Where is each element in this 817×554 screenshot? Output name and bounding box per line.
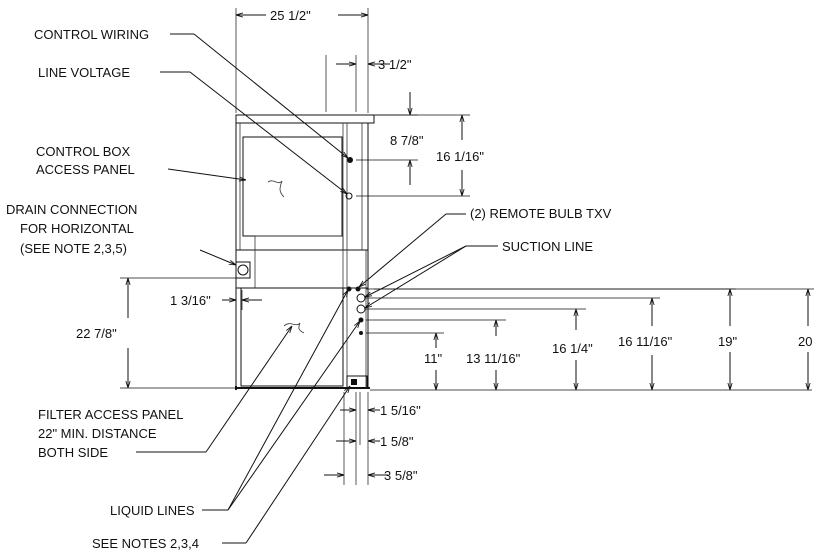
drain-connection	[237, 264, 249, 276]
dim-16-11-16: 16 11/16"	[618, 334, 673, 349]
label-filter-line1: FILTER ACCESS PANEL	[38, 407, 183, 422]
suction-line-port-2	[356, 304, 366, 314]
label-filter-line3: BOTH SIDE	[38, 445, 108, 460]
callouts: CONTROL WIRING LINE VOLTAGE CONTROL BOX …	[6, 27, 612, 551]
filter-access-panel	[240, 287, 344, 387]
line-voltage-port	[345, 192, 353, 200]
label-line-voltage: LINE VOLTAGE	[38, 65, 130, 80]
dim-16-1-16: 16 1/16"	[436, 149, 484, 164]
label-control-box-line1: CONTROL BOX	[36, 144, 130, 159]
dimension-lines: 25 1/2" 3 1/2" 8 7/8" 16 1/16" 22 7/8" 1…	[76, 8, 814, 485]
remote-bulb-port	[355, 286, 361, 292]
label-drain-line1: DRAIN CONNECTION	[6, 202, 137, 217]
label-drain-line2: FOR HORIZONTAL	[20, 221, 134, 236]
label-liquid-lines: LIQUID LINES	[110, 503, 195, 518]
dim-20: 20	[798, 334, 812, 349]
dim-1-3-16: 1 3/16"	[170, 293, 211, 308]
label-control-wiring: CONTROL WIRING	[34, 27, 149, 42]
dim-width-top: 25 1/2"	[270, 8, 311, 23]
dim-13-11-16: 13 11/16"	[466, 351, 521, 366]
dim-19: 19"	[718, 334, 737, 349]
dim-1-5-16: 1 5/16"	[380, 403, 421, 418]
dim-3-1-2: 3 1/2"	[378, 57, 412, 72]
dim-8-7-8: 8 7/8"	[390, 133, 424, 148]
label-control-box-line2: ACCESS PANEL	[36, 162, 135, 177]
dim-11: 11"	[424, 351, 442, 366]
dim-1-5-8: 1 5/8"	[380, 434, 414, 449]
label-suction-line: SUCTION LINE	[502, 239, 593, 254]
unit-outline	[235, 114, 375, 390]
dim-22-7-8: 22 7/8"	[76, 326, 117, 341]
label-remote-bulb: (2) REMOTE BULB TXV	[470, 206, 612, 221]
label-filter-line2: 22" MIN. DISTANCE	[38, 426, 157, 441]
dim-16-1-4: 16 1/4"	[552, 341, 593, 356]
suction-line-port-1	[356, 293, 366, 303]
condensate-fitting	[346, 375, 368, 389]
label-drain-line3: (SEE NOTE 2,3,5)	[20, 241, 127, 256]
label-see-notes: SEE NOTES 2,3,4	[92, 536, 199, 551]
dim-3-5-8: 3 5/8"	[384, 468, 418, 483]
